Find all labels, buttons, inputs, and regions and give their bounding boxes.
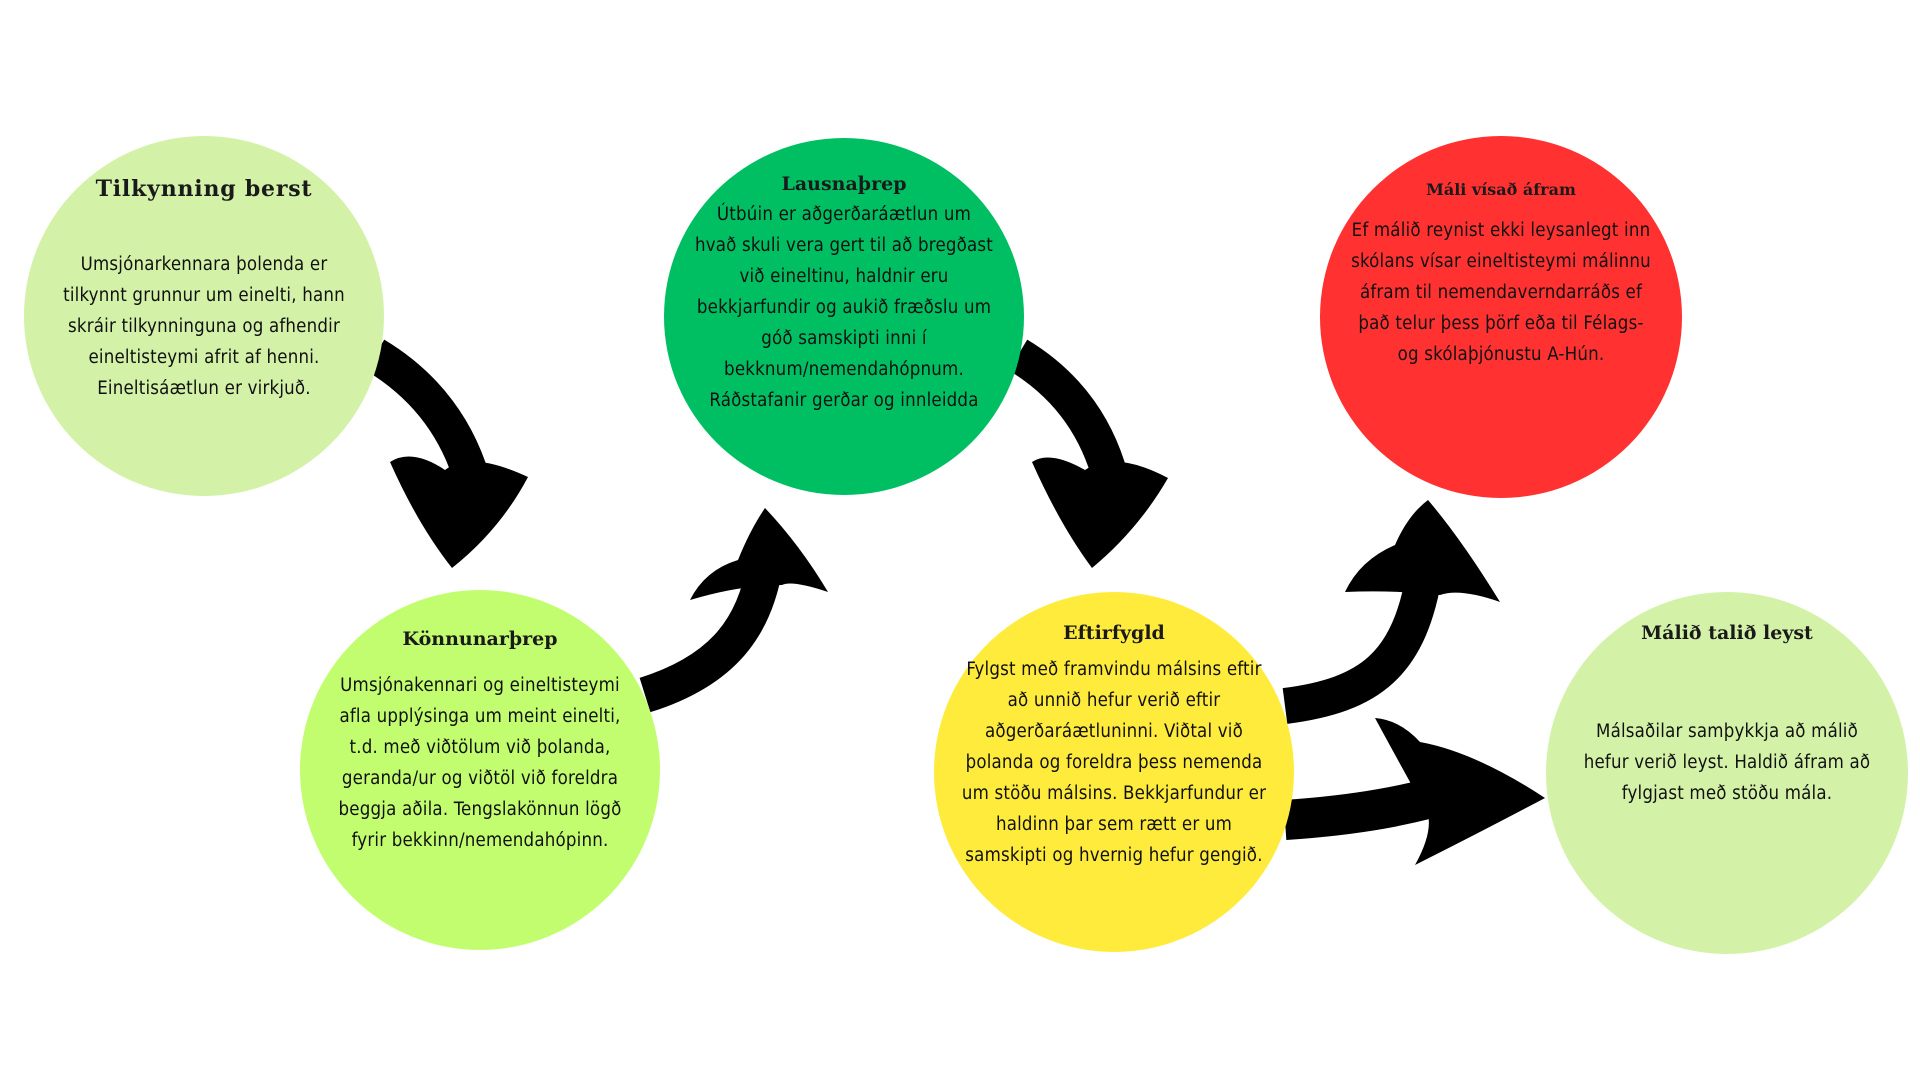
node-investigation-text: Umsjónakennari og eineltisteymi afla upp… bbox=[338, 675, 622, 851]
arrow-followup-to-referred bbox=[1282, 500, 1500, 724]
node-solution-text: Útbúin er aðgerðaráætlun um hvað skuli v… bbox=[694, 204, 994, 411]
node-referred-text: Ef málið reynist ekki leysanlegt inn skó… bbox=[1351, 220, 1651, 365]
arrow-reported-to-investigation bbox=[365, 339, 528, 568]
node-reported-title: Tilkynning berst bbox=[95, 176, 313, 202]
node-reported-text: Umsjónarkennara þolenda er tilkynnt grun… bbox=[63, 254, 345, 399]
arrow-followup-to-resolved bbox=[1283, 718, 1545, 865]
node-reported: Tilkynning berst Umsjónarkennara þolenda… bbox=[24, 136, 384, 496]
arrow-solution-to-followup bbox=[1008, 339, 1168, 568]
node-followup-text: Fylgst með framvindu málsins eftir að un… bbox=[961, 659, 1267, 866]
node-solution-title: Lausnaþrep bbox=[781, 173, 907, 195]
node-resolved-title: Málið talið leyst bbox=[1641, 622, 1813, 644]
node-referred: Máli vísað áfram Ef málið reynist ekki l… bbox=[1320, 136, 1682, 498]
node-investigation-title: Könnunarþrep bbox=[402, 628, 558, 650]
node-referred-title: Máli vísað áfram bbox=[1426, 180, 1576, 199]
node-followup-title: Eftirfygld bbox=[1063, 622, 1165, 644]
node-resolved-text: Málsaðilar samþykkja að málið hefur veri… bbox=[1583, 721, 1871, 804]
node-investigation: Könnunarþrep Umsjónakennari og eineltist… bbox=[300, 590, 660, 950]
node-solution: Lausnaþrep Útbúin er aðgerðaráætlun um h… bbox=[664, 138, 1024, 495]
node-resolved: Málið talið leyst Málsaðilar samþykkja a… bbox=[1546, 592, 1908, 954]
arrow-investigation-to-solution bbox=[639, 508, 828, 713]
node-followup: Eftirfygld Fylgst með framvindu málsins … bbox=[934, 592, 1294, 952]
